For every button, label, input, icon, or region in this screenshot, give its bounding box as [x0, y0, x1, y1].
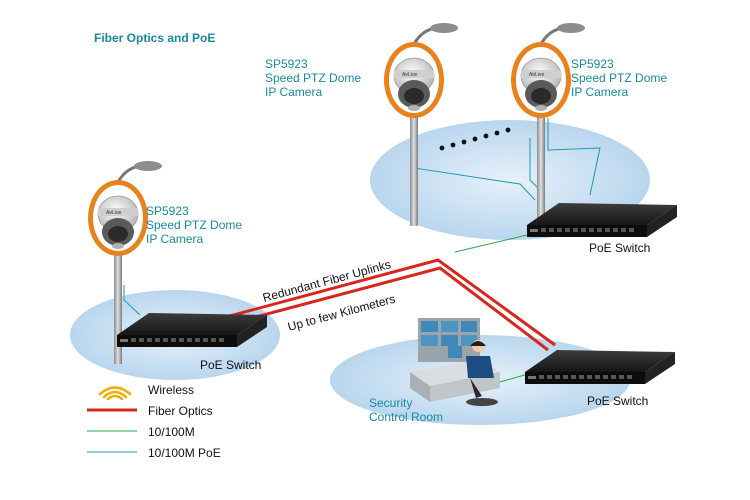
control-room-icon — [410, 318, 500, 406]
camera-model: SP5923 — [265, 57, 308, 71]
switch-label-bottom: PoE Switch — [587, 394, 649, 408]
camera-model: SP5923 — [146, 204, 189, 218]
camera-kind: IP Camera — [571, 85, 629, 99]
camera-label-3: SP5923 Speed PTZ Dome IP Camera — [146, 204, 242, 246]
switch-label-top: PoE Switch — [589, 241, 651, 255]
legend-label-ethernet: 10/100M — [148, 425, 195, 439]
legend-label-fiber: Fiber Optics — [148, 404, 213, 418]
legend-wireless-icon — [98, 386, 132, 401]
diagram-title: Fiber Optics and PoE — [94, 31, 216, 45]
legend-label-wireless: Wireless — [148, 383, 195, 397]
control-room-label: Security Control Room — [369, 396, 443, 424]
camera-kind: IP Camera — [265, 85, 323, 99]
legend-label-poe: 10/100M PoE — [148, 446, 221, 460]
switch-label-left: PoE Switch — [200, 358, 262, 372]
camera-kind: IP Camera — [146, 232, 204, 246]
control-room-line1: Security — [369, 396, 413, 410]
camera-label-1: SP5923 Speed PTZ Dome IP Camera — [265, 57, 361, 99]
camera-type: Speed PTZ Dome — [571, 71, 668, 85]
distance-label: Up to few Kilometers — [286, 292, 397, 334]
fiber-uplinks — [214, 258, 556, 352]
camera-label-2: SP5923 Speed PTZ Dome IP Camera — [571, 57, 667, 99]
control-room-line2: Control Room — [369, 410, 444, 424]
more-cameras-dots — [439, 127, 511, 151]
camera-type: Speed PTZ Dome — [146, 218, 243, 232]
camera-type: Speed PTZ Dome — [265, 71, 362, 85]
camera-model: SP5923 — [571, 57, 614, 71]
